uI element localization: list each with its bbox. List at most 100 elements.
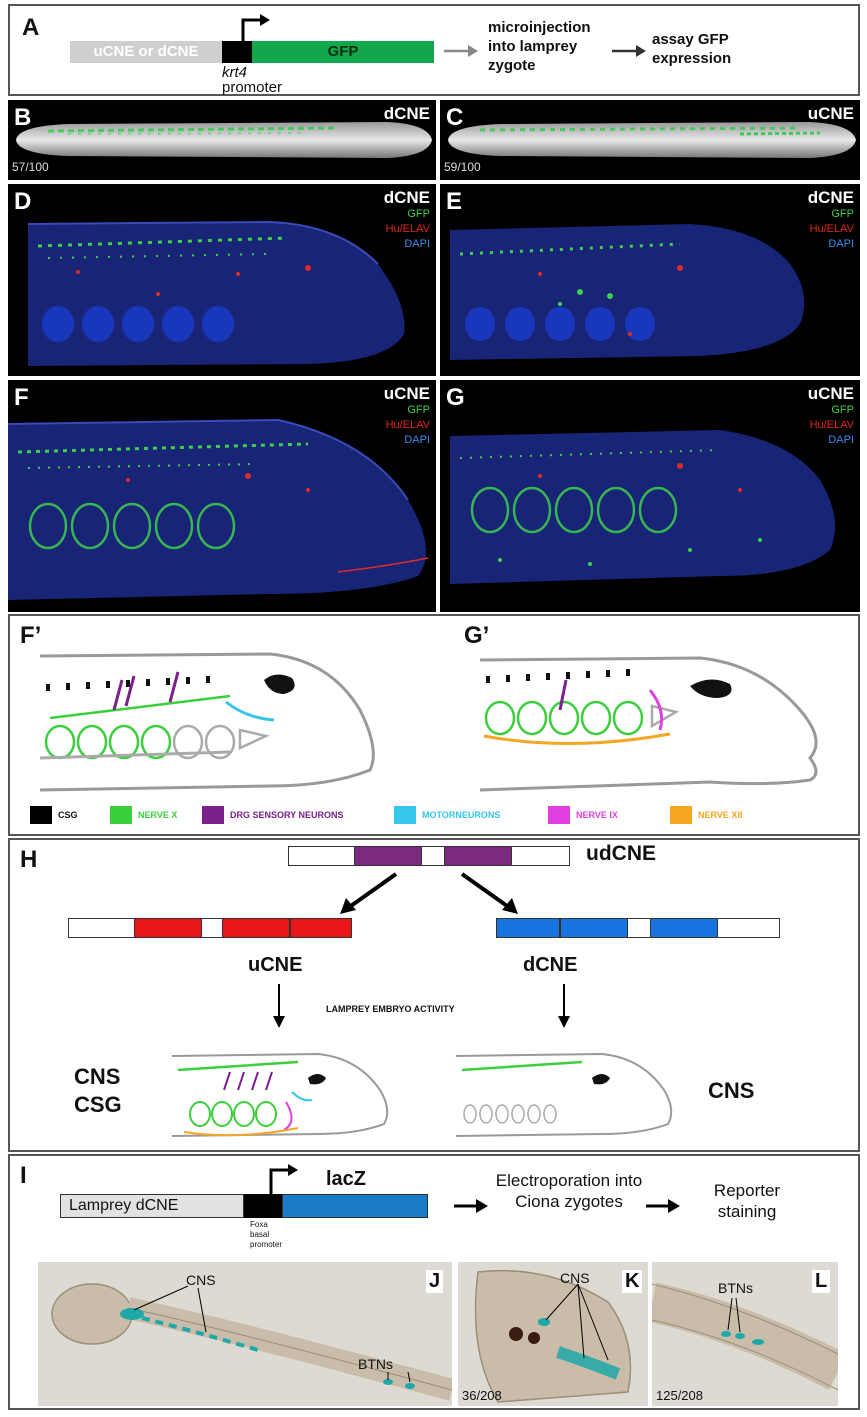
panel-a bbox=[8, 4, 860, 96]
arrow-to-assay bbox=[612, 45, 646, 57]
udcne-block-1 bbox=[354, 846, 422, 866]
dcne-label: dCNE bbox=[523, 954, 578, 976]
arrow-dcne-down bbox=[558, 984, 570, 1028]
promoter-box bbox=[222, 41, 252, 63]
panel-l-count: 125/208 bbox=[656, 1388, 703, 1403]
panel-i-label: I bbox=[20, 1162, 27, 1189]
foxa-promoter-box bbox=[244, 1194, 282, 1218]
panel-h-label: H bbox=[20, 846, 38, 873]
panel-g-stain-legend: GFP Hu/ELAV DAPI bbox=[784, 403, 854, 448]
panel-g-label: G bbox=[446, 384, 465, 411]
legend-label-drg-sensory-neurons: DRG SENSORY NEURONS bbox=[230, 810, 344, 820]
panel-f-label: F bbox=[14, 384, 29, 411]
hu-elav-legend: Hu/ELAV bbox=[385, 223, 430, 235]
hu-elav-legend: Hu/ELAV bbox=[385, 419, 430, 431]
legend-label-csg: CSG bbox=[58, 810, 78, 820]
dcne-result-cns: CNS bbox=[708, 1078, 755, 1103]
panel-d-tag: dCNE bbox=[383, 188, 430, 207]
arrow-to-microinjection bbox=[444, 45, 478, 57]
arrow-ucne-down bbox=[273, 984, 285, 1028]
panel-f-image bbox=[8, 380, 436, 612]
promoter-name: krt4 bbox=[222, 64, 248, 81]
ucne-block-2 bbox=[222, 918, 290, 938]
udcne-bar bbox=[288, 846, 570, 866]
cell-type-legend: CSG NERVE X DRG SENSORY NEURONS MOTORNEURON… bbox=[30, 806, 830, 826]
udcne-block-2 bbox=[444, 846, 512, 866]
gfp-box: GFP bbox=[252, 41, 434, 63]
legend-swatch-motorneurons bbox=[394, 806, 416, 824]
arrow-to-electroporation bbox=[454, 1199, 488, 1213]
panel-c-image bbox=[440, 100, 860, 180]
panel-g-tag: uCNE bbox=[807, 384, 854, 403]
legend-swatch-drg-sensory-neurons bbox=[202, 806, 224, 824]
hu-elav-legend: Hu/ELAV bbox=[809, 223, 854, 235]
panel-b-tag: dCNE bbox=[383, 104, 430, 123]
promoter-label: promoter bbox=[222, 79, 283, 96]
panel-k-count: 36/208 bbox=[462, 1388, 502, 1403]
panel-d-label: D bbox=[14, 188, 32, 215]
panel-gp-label: G’ bbox=[464, 622, 490, 649]
panel-j-image bbox=[38, 1262, 452, 1406]
legend-label-nerve-x: NERVE X bbox=[138, 810, 178, 820]
panel-fg-prime bbox=[8, 614, 860, 836]
lamprey-dcne-box: Lamprey dCNE bbox=[60, 1194, 244, 1218]
panel-j-cns-label: CNS bbox=[186, 1272, 216, 1288]
panel-f-stain-legend: GFP Hu/ELAV DAPI bbox=[360, 403, 430, 448]
activity-label: LAMPREY EMBRYO ACTIVITY bbox=[326, 1004, 455, 1014]
panel-gp-schematic bbox=[479, 656, 818, 792]
ucne-activity-schematic bbox=[171, 1052, 389, 1137]
panel-e-label: E bbox=[446, 188, 463, 215]
panel-a-label: A bbox=[22, 14, 40, 41]
microinjection-step: microinjection into lamprey zygote bbox=[488, 19, 591, 74]
panel-g-image bbox=[440, 380, 860, 612]
panel-k-image bbox=[458, 1262, 648, 1406]
arrow-to-dcne bbox=[460, 872, 518, 914]
dcne-block-2 bbox=[560, 918, 628, 938]
panel-d-stain-legend: GFP Hu/ELAV DAPI bbox=[360, 207, 430, 252]
lacz-transcription-arrow bbox=[269, 1164, 298, 1194]
panel-l-image bbox=[652, 1262, 838, 1406]
dcne-block-3 bbox=[650, 918, 718, 938]
arrow-to-staining bbox=[646, 1199, 680, 1213]
panel-l-label: L bbox=[812, 1270, 831, 1293]
cne-element-box: uCNE or dCNE bbox=[70, 41, 222, 63]
panel-l-btns-label: BTNs bbox=[718, 1280, 753, 1296]
panel-j-btns-label: BTNs bbox=[358, 1356, 393, 1372]
panel-c-label: C bbox=[446, 104, 464, 131]
legend-label-motorneurons: MOTORNEURONS bbox=[422, 810, 501, 820]
panel-e-tag: dCNE bbox=[807, 188, 854, 207]
arrow-to-ucne bbox=[340, 872, 398, 914]
gfp-legend: GFP bbox=[831, 404, 854, 416]
dapi-legend: DAPI bbox=[828, 238, 854, 250]
dcne-block-1 bbox=[496, 918, 560, 938]
panel-f-tag: uCNE bbox=[383, 384, 430, 403]
gfp-legend: GFP bbox=[407, 404, 430, 416]
panel-c-tag: uCNE bbox=[807, 104, 854, 123]
udcne-label: udCNE bbox=[586, 842, 656, 865]
panel-e-stain-legend: GFP Hu/ELAV DAPI bbox=[784, 207, 854, 252]
legend-swatch-csg bbox=[30, 806, 52, 824]
panel-fp-label: F’ bbox=[20, 622, 42, 649]
hu-elav-legend: Hu/ELAV bbox=[809, 419, 854, 431]
panel-b-label: B bbox=[14, 104, 32, 131]
assay-step: assay GFP expression bbox=[652, 31, 732, 67]
ucne-result-cns: CNS bbox=[74, 1064, 121, 1089]
panel-k-label: K bbox=[622, 1270, 643, 1293]
electroporation-step: Electroporation into Ciona zygotes bbox=[495, 1171, 643, 1211]
legend-label-nerve-xii: NERVE XII bbox=[698, 810, 743, 820]
dapi-legend: DAPI bbox=[404, 434, 430, 446]
gfp-legend: GFP bbox=[407, 208, 430, 220]
panel-e-image bbox=[440, 184, 860, 376]
panel-h bbox=[8, 838, 860, 1152]
transcription-start-arrow bbox=[241, 14, 270, 42]
panel-fp-schematic bbox=[39, 652, 375, 792]
dapi-legend: DAPI bbox=[828, 434, 854, 446]
panel-j-label: J bbox=[426, 1270, 444, 1293]
panel-d-image bbox=[8, 184, 436, 376]
legend-label-nerve-ix: NERVE IX bbox=[576, 810, 618, 820]
lacz-box bbox=[282, 1194, 428, 1218]
legend-swatch-nerve-xii bbox=[670, 806, 692, 824]
lacz-label: lacZ bbox=[326, 1168, 367, 1190]
dcne-activity-schematic bbox=[455, 1052, 673, 1137]
panel-b-image bbox=[8, 100, 436, 180]
